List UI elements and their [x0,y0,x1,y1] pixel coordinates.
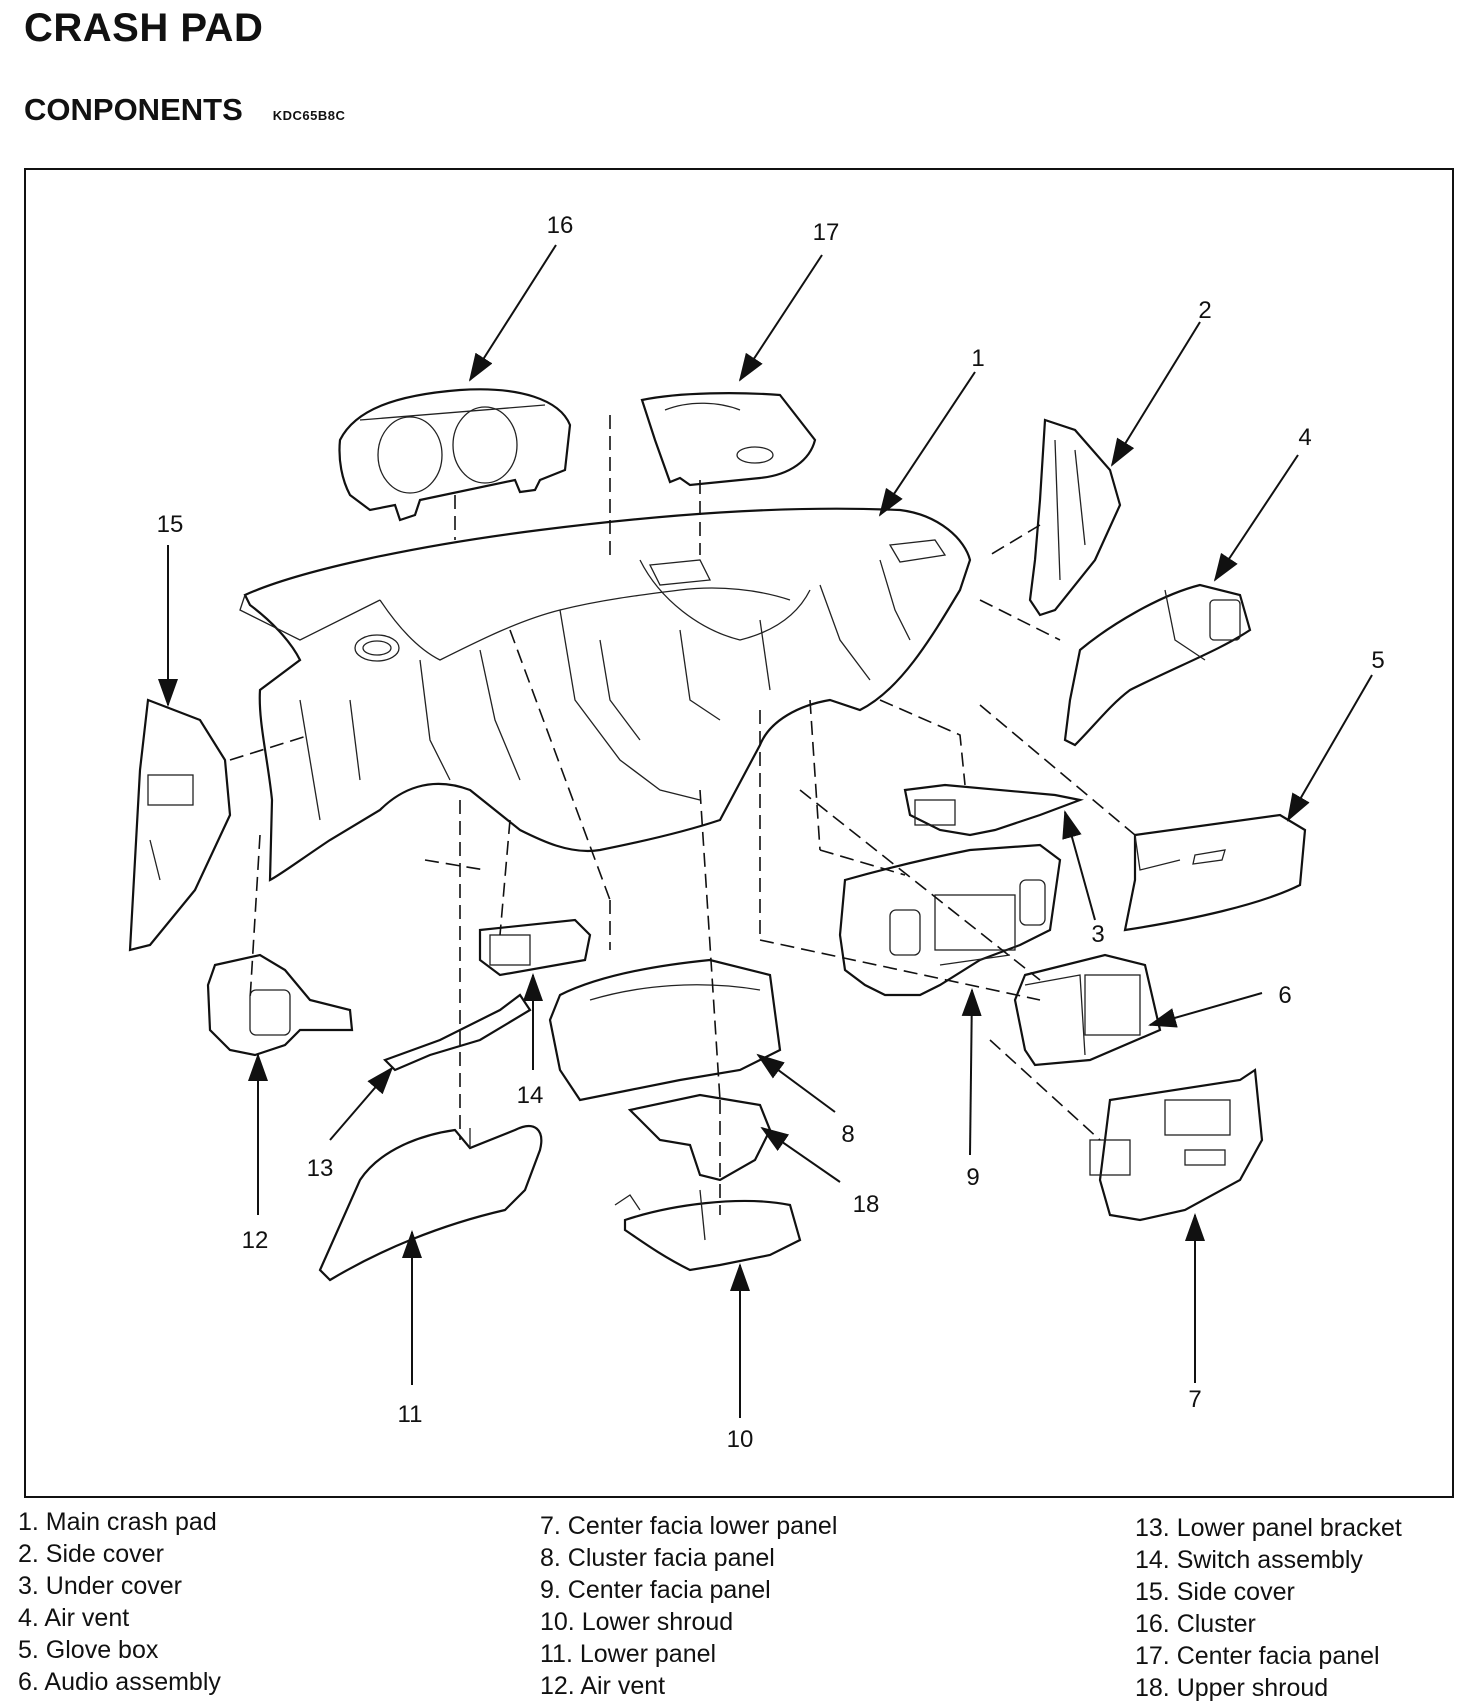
legend-item: 4. Air vent [18,1604,130,1632]
side-cover-left-part [128,698,232,952]
lower-shroud-part [614,1189,802,1272]
legend-item: 16. Cluster [1135,1610,1256,1638]
glove-box-part [1123,813,1307,932]
air-vent-right-part [1063,583,1252,747]
callout-16: 16 [547,212,574,239]
audio-assembly-part [1013,953,1162,1067]
callout-8: 8 [841,1121,854,1148]
legend-item: 10. Lower shroud [540,1608,734,1636]
exploded-view-diagram: 16 17 1 2 4 5 3 6 7 8 9 18 10 11 12 13 1… [128,212,1385,1453]
air-vent-left-part [206,953,354,1057]
legend-item: 14. Switch assembly [1135,1546,1363,1574]
lower-panel-part [318,1125,543,1282]
subtitle-row: CONPONENTS KDC65B8C [24,92,345,128]
callout-3: 3 [1091,921,1104,948]
callout-5: 5 [1371,647,1384,674]
legend-item: 15. Side cover [1135,1578,1295,1606]
diagram-code: KDC65B8C [272,108,346,123]
legend-item: 2. Side cover [18,1540,164,1568]
center-facia-panel-part [838,843,1062,997]
section-subtitle: CONPONENTS [24,92,243,127]
assembly-guide-lines [229,415,1136,1215]
cluster-part [338,388,572,522]
legend-item: 9. Center facia panel [540,1576,771,1604]
legend-item: 18. Upper shroud [1135,1674,1329,1702]
legend-column-1: 1. Main crash pad 2. Side cover 3. Under… [18,1506,221,1698]
legend-item: 6. Audio assembly [18,1668,221,1696]
switch-assembly-part [478,918,592,977]
legend-item: 13. Lower panel bracket [1135,1514,1402,1542]
callout-13: 13 [307,1155,334,1182]
under-cover-part [903,783,1084,837]
cluster-facia-panel-part [548,958,782,1102]
callout-18: 18 [853,1191,880,1218]
lower-panel-bracket-part [383,993,532,1072]
page-title: CRASH PAD [24,6,264,50]
legend-column-3: 13. Lower panel bracket 14. Switch assem… [1135,1512,1402,1704]
callout-15: 15 [157,511,184,538]
legend-item: 5. Glove box [18,1636,159,1664]
callout-labels: 16 17 1 2 4 5 3 6 7 8 9 18 10 11 12 13 1… [157,212,1385,1453]
callout-7: 7 [1188,1386,1201,1413]
callout-1: 1 [971,345,984,372]
legend-item: 12. Air vent [540,1672,666,1700]
legend-item: 1. Main crash pad [18,1508,217,1536]
callout-14: 14 [517,1082,544,1109]
legend-column-2: 7. Center facia lower panel 8. Cluster f… [540,1510,837,1702]
callout-11: 11 [398,1401,423,1428]
callout-12: 12 [242,1227,269,1254]
legend-item: 17. Center facia panel [1135,1642,1380,1670]
legend-item: 7. Center facia lower panel [540,1512,838,1540]
callout-4: 4 [1298,424,1311,451]
callout-17: 17 [813,219,840,246]
upper-shroud-part [627,1093,772,1182]
legend-item: 3. Under cover [18,1572,182,1600]
legend-item: 8. Cluster facia panel [540,1544,775,1572]
leader-arrows [158,244,1373,1418]
legend-item: 11. Lower panel [540,1640,717,1668]
callout-9: 9 [966,1164,979,1191]
center-facia-panel-upper-part [640,392,817,487]
diagram-frame [24,168,1454,1498]
center-facia-lower-panel-part [1089,1068,1264,1222]
callout-2: 2 [1198,297,1211,324]
main-crash-pad-part [239,507,972,882]
side-cover-right-part [1028,418,1122,617]
callout-10: 10 [727,1426,754,1453]
callout-6: 6 [1278,982,1291,1009]
